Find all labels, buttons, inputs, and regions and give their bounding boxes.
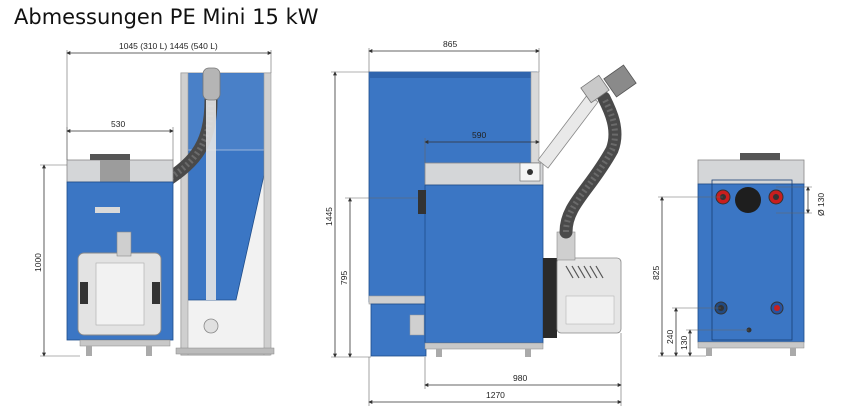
dim-side-depth-label: 530 [111,119,125,129]
dim-back-diameter-label: Ø 130 [816,193,826,216]
front-suction-hose [559,91,622,239]
dim-front-width-label: 865 [443,39,457,49]
boiler-front [418,162,544,357]
pellet-hopper [175,72,275,356]
dim-back-240-label: 240 [665,330,675,344]
dim-front-base-980-label: 980 [513,373,527,383]
dim-front-inner-label: 590 [472,130,486,140]
dim-front-mid-height: 795 [339,197,418,358]
dim-side-height: 1000 [33,164,80,357]
flue-outlet [735,187,761,213]
dim-back-130: 130 [679,329,749,357]
dim-back-240: 240 [665,307,721,357]
dim-back-130-label: 130 [679,336,689,350]
dim-side-height-label: 1000 [33,253,43,272]
dim-front-total-height-label: 1445 [324,207,334,226]
dim-front-width: 865 [368,39,540,72]
dim-back-diameter: Ø 130 [776,186,826,216]
dim-side-width-label: 1045 (310 L) 1445 (540 L) [119,41,218,51]
burner-front [543,231,622,338]
page-title: Abmessungen PE Mini 15 kW [14,5,319,29]
dim-front-mid-height-label: 795 [339,271,349,285]
dim-front-inner: 590 [424,130,540,163]
side-view: 1045 (310 L) 1445 (540 L) 530 1000 [33,41,275,357]
dim-front-base-980: 980 [424,333,622,389]
back-view: 825 240 130 Ø 130 [651,153,826,357]
front-view: 865 590 1445 795 980 [324,39,637,406]
hose-connector [202,67,221,101]
dim-side-depth: 530 [66,119,174,160]
boiler-side [66,154,174,356]
dim-front-total-height: 1445 [324,71,371,358]
dim-back-height: 825 [651,196,723,357]
dim-back-height-label: 825 [651,266,661,280]
dim-front-base-1270: 1270 [368,357,622,406]
dim-front-base-1270-label: 1270 [486,390,505,400]
